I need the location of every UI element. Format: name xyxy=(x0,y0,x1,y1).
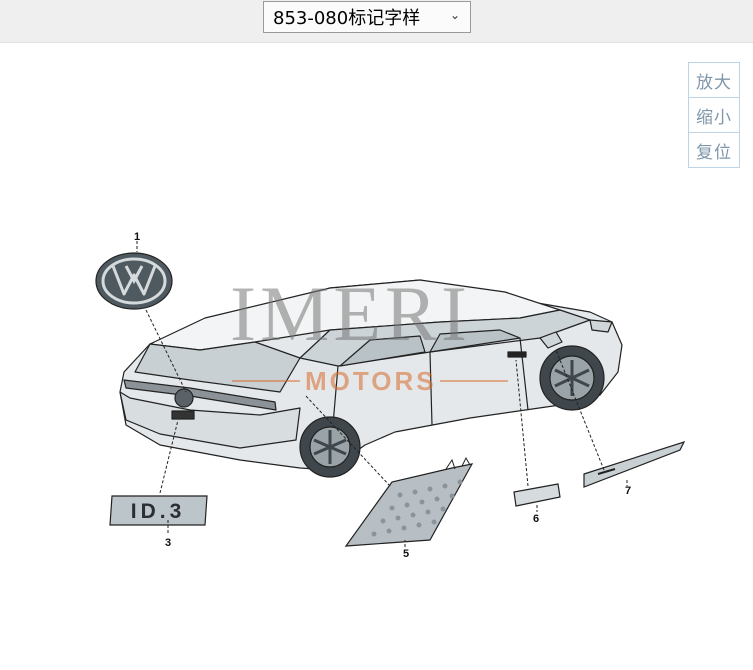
part-1-vw-emblem[interactable] xyxy=(95,252,173,310)
leader-lines xyxy=(136,241,628,547)
zoom-controls: 放大 缩小 复位 xyxy=(688,62,740,168)
callout-3: 3 xyxy=(165,537,171,549)
part-3-id3-badge[interactable]: ID.3 xyxy=(109,495,208,526)
zoom-in-button[interactable]: 放大 xyxy=(689,63,739,98)
badge-text: ID.3 xyxy=(131,500,186,523)
part-7-trim-strip[interactable] xyxy=(583,440,686,488)
reset-button[interactable]: 复位 xyxy=(696,142,732,163)
watermark-brand: IMERI xyxy=(230,270,471,357)
toolbar: 853-080标记字样 ⌄ xyxy=(0,0,753,43)
parts-diagram: IMERI MOTORS ID.3 xyxy=(95,231,686,560)
callout-6: 6 xyxy=(533,513,539,525)
chevron-down-icon: ⌄ xyxy=(449,8,460,22)
part-6-plate[interactable] xyxy=(513,483,561,507)
car-illustration xyxy=(119,279,623,478)
callout-1: 1 xyxy=(134,231,140,243)
category-select-value: 853-080标记字样 xyxy=(273,8,421,29)
part-5-film[interactable] xyxy=(344,456,474,547)
callout-7: 7 xyxy=(625,485,631,497)
callout-5: 5 xyxy=(403,548,409,560)
zoom-out-button[interactable]: 缩小 xyxy=(689,98,739,133)
category-select[interactable]: 853-080标记字样 ⌄ xyxy=(263,1,471,33)
watermark-sub: MOTORS xyxy=(305,366,437,396)
